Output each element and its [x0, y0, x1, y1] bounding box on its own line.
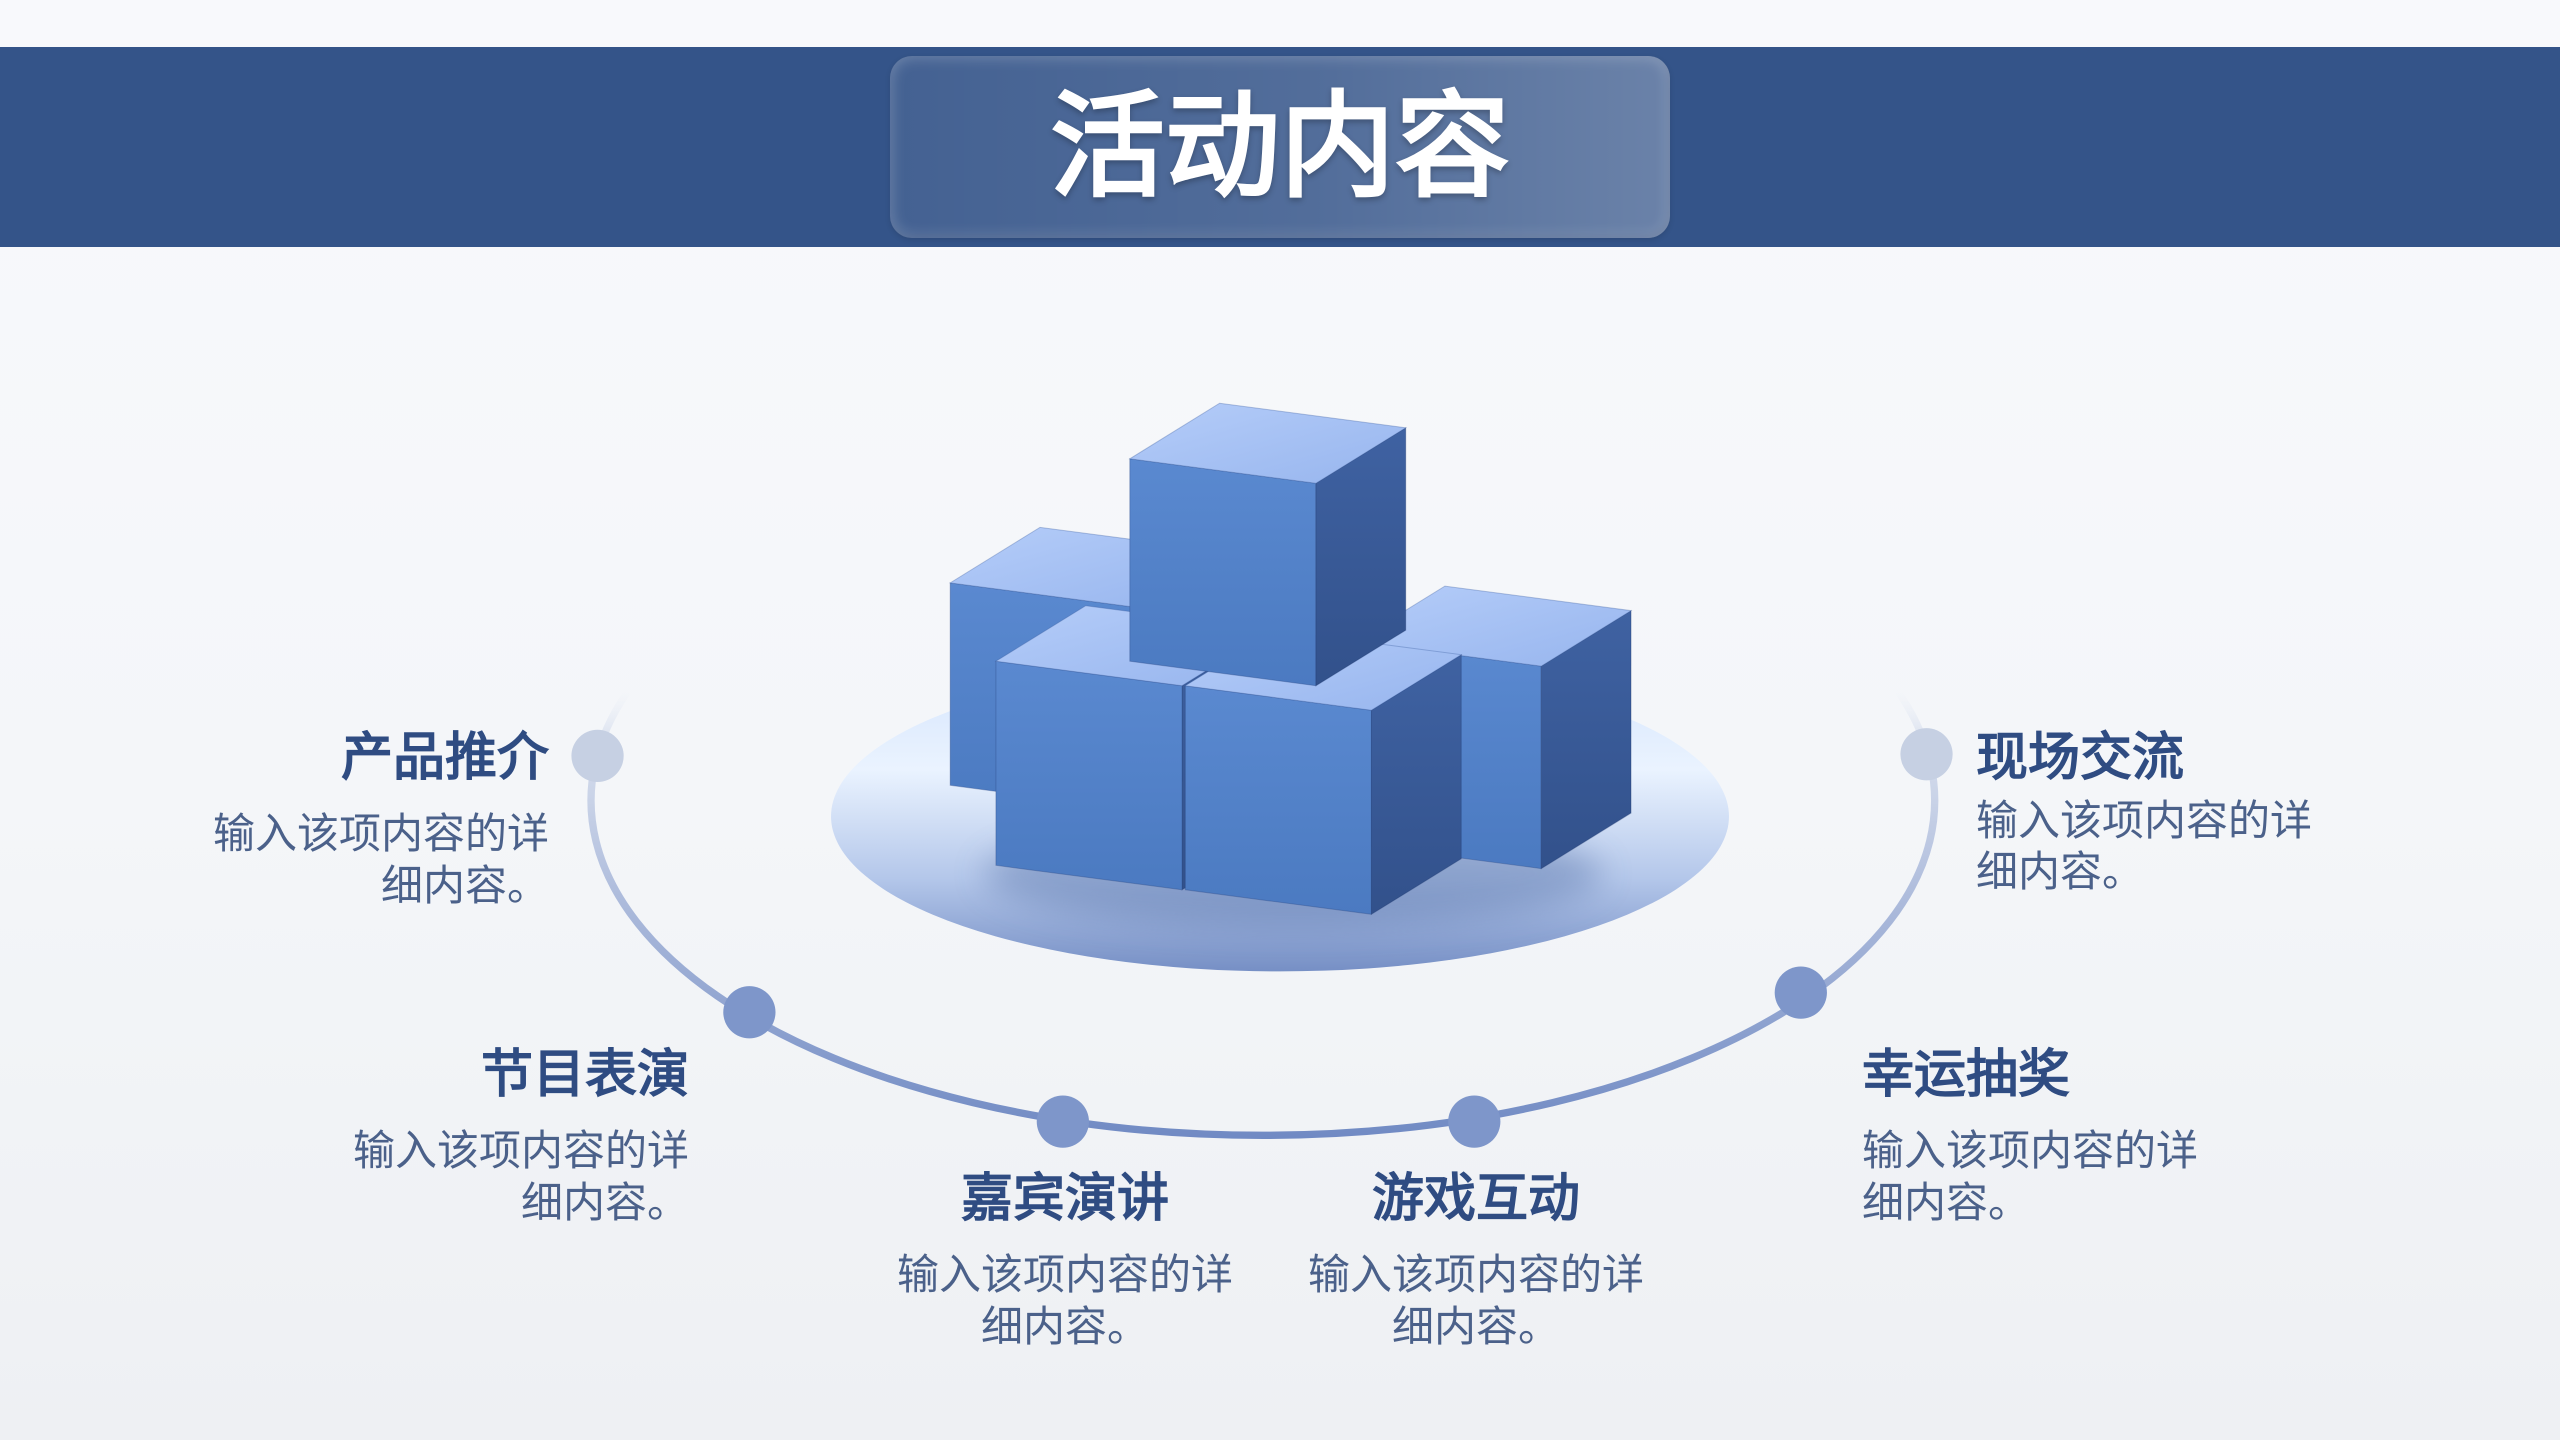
cube-front-face — [995, 660, 1183, 891]
activity-item: 现场交流 输入该项内容的详 细内容。 — [1976, 727, 2312, 897]
item-description-line: 输入该项内容的详 — [896, 1250, 1233, 1299]
timeline-dot-4 — [1448, 1095, 1501, 1148]
item-title: 幸运抽奖 — [1862, 1045, 2071, 1105]
item-description: 输入该项内容的详 细内容。 — [1976, 795, 2312, 897]
item-title: 嘉宾演讲 — [960, 1169, 1169, 1229]
timeline-dot-6 — [1900, 728, 1953, 781]
cube-side-face — [1370, 653, 1462, 916]
header-band — [0, 47, 2560, 247]
item-title: 产品推介 — [340, 728, 549, 788]
item-description: 输入该项内容的详 细内容。 — [1862, 1125, 2198, 1229]
item-description-line: 输入该项内容的详 — [352, 1126, 689, 1175]
item-description-line: 细内容。 — [1862, 1178, 2031, 1227]
activity-item: 幸运抽奖 输入该项内容的详 细内容。 — [1862, 1044, 2198, 1229]
timeline-dot-1 — [571, 729, 624, 783]
item-description-line: 细内容。 — [520, 1178, 689, 1227]
timeline-dot-2 — [723, 986, 776, 1039]
cube-top-face — [1128, 402, 1408, 484]
cube-front-face — [1184, 685, 1372, 915]
activity-item: 嘉宾演讲 输入该项内容的详 细内容。 — [865, 1168, 1265, 1353]
cube-side-face — [1540, 609, 1632, 870]
item-description: 输入该项内容的详 细内容。 — [353, 1125, 689, 1229]
timeline-arc — [587, 690, 1939, 1140]
item-description-line: 输入该项内容的详 — [212, 809, 549, 858]
item-description-line: 细内容。 — [380, 861, 549, 910]
item-description-line: 细内容。 — [1391, 1302, 1560, 1351]
item-title: 现场交流 — [1976, 728, 2185, 788]
cube-top — [1128, 402, 1408, 687]
slide-title: 活动内容 — [1049, 79, 1510, 214]
item-description: 输入该项内容的详 细内容。 — [1276, 1249, 1676, 1353]
item-description: 输入该项内容的详 细内容。 — [865, 1249, 1265, 1353]
cube-side-face — [1315, 426, 1407, 687]
item-description-line: 输入该项内容的详 — [1307, 1250, 1644, 1299]
item-description: 输入该项内容的详 细内容。 — [213, 808, 549, 912]
cube-top-face — [1353, 585, 1633, 667]
item-description-line: 细内容。 — [980, 1302, 1149, 1351]
item-description-line: 输入该项内容的详 — [1976, 796, 2313, 845]
activity-item: 节目表演 输入该项内容的详 细内容。 — [353, 1044, 689, 1229]
activity-item: 产品推介 输入该项内容的详 细内容。 — [213, 727, 549, 912]
cube-front-face — [1129, 458, 1317, 687]
title-box: 活动内容 — [890, 56, 1670, 238]
item-title: 节目表演 — [480, 1045, 689, 1105]
activity-item: 游戏互动 输入该项内容的详 细内容。 — [1276, 1168, 1676, 1353]
item-description-line: 输入该项内容的详 — [1862, 1126, 2199, 1175]
timeline-dot-3 — [1036, 1095, 1089, 1148]
timeline-dot-5 — [1774, 966, 1827, 1019]
item-description-line: 细内容。 — [1976, 847, 2145, 896]
item-title: 游戏互动 — [1371, 1169, 1580, 1229]
